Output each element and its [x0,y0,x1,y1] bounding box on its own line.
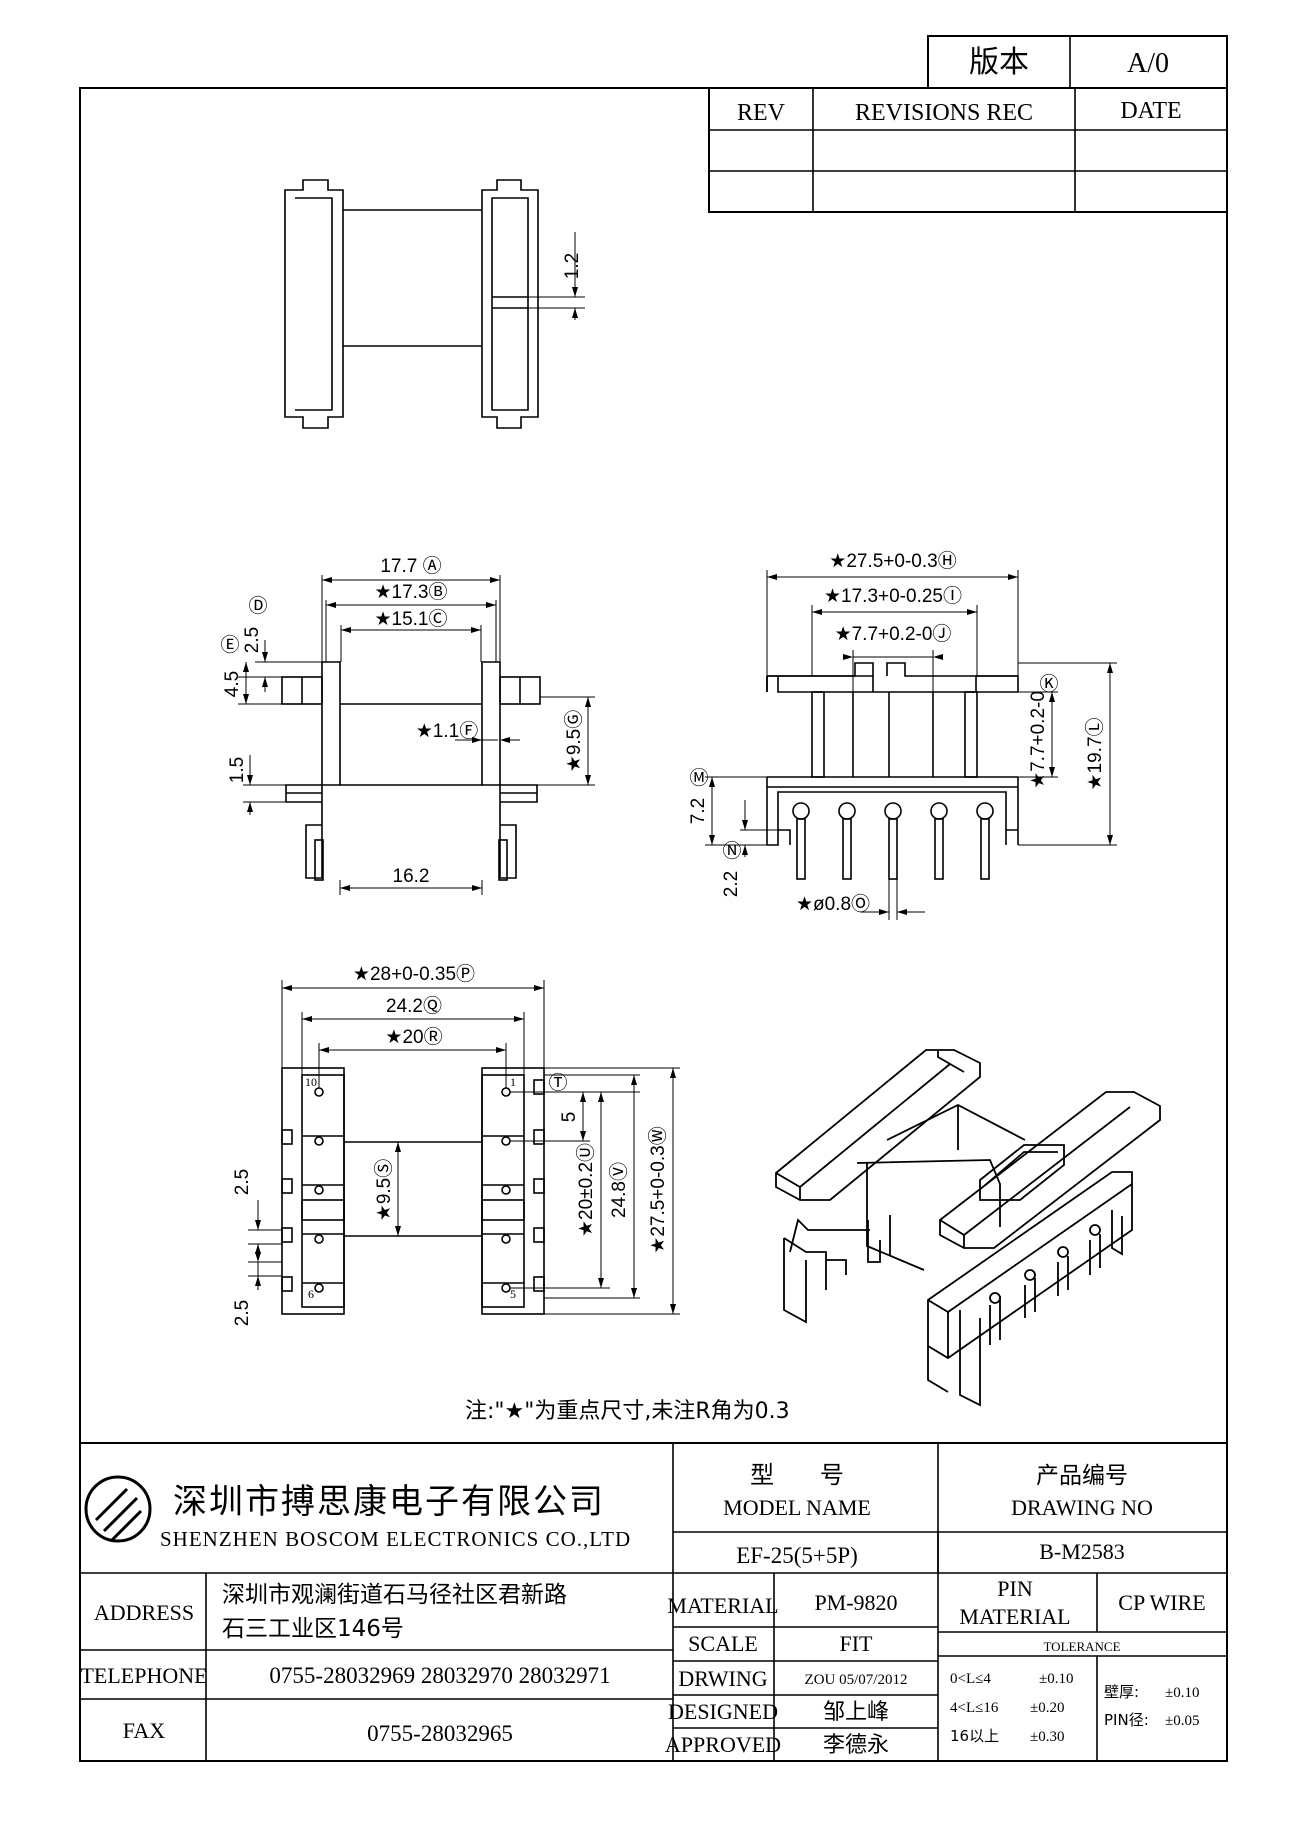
model-label-en: MODEL NAME [723,1495,871,1520]
pin-diameter-value: ±0.05 [1165,1713,1199,1729]
address-line2: 石三工业区146号 [222,1616,404,1642]
fax-label: FAX [123,1718,165,1743]
side-view [238,575,595,895]
drawing-no-value: B-M2583 [1039,1539,1125,1564]
pin-label-5: 5 [510,1287,516,1301]
version-label: 版本 [969,45,1029,80]
tolerance-value-2: ±0.20 [1030,1700,1064,1716]
address-label: ADDRESS [94,1600,194,1625]
drawing-no-label-cn: 产品编号 [1036,1463,1128,1489]
dim-h: ★27.5+0-0.3Ⓗ [829,550,956,572]
dim-j: ★7.7+0.2-0Ⓙ [835,623,952,645]
tolerance-value-1: ±0.10 [1039,1671,1073,1687]
telephone-label: TELEPHONE [80,1663,207,1688]
dim-m-letter: Ⓜ [689,767,708,789]
pin-material-label-1: PIN [997,1576,1033,1601]
pin-material-label-2: MATERIAL [959,1604,1070,1629]
dim-2-5-a: 2.5 [232,1169,253,1195]
wall-thickness-value: ±0.10 [1165,1685,1199,1701]
company-name-cn: 深圳市搏思康电子有限公司 [173,1482,605,1522]
drawing-frame [79,87,1228,1762]
bottom-view [248,980,680,1315]
tolerance-range-1: 0<L≤4 [950,1671,991,1687]
dim-o: ★ø0.8Ⓞ [796,893,870,915]
dim-7-7: ★7.7+0.2-0 [1028,691,1049,789]
designed-value: 邹上峰 [823,1700,889,1725]
model-value: EF-25(5+5P) [736,1543,858,1568]
pin-label-1: 1 [510,1075,516,1089]
dim-5: 5 [559,1112,580,1123]
tolerance-value-3: ±0.30 [1030,1729,1064,1745]
address-line1: 深圳市观澜街道石马径社区君新路 [222,1582,567,1608]
dim-t: Ⓣ [548,1072,567,1094]
dim-m: 7.2 [688,798,709,824]
tolerance-range-2: 4<L≤16 [950,1700,999,1716]
model-label-cn: 型 号 [750,1461,844,1489]
dim-v: 24.8Ⓥ [608,1162,630,1218]
revision-header-rec: REVISIONS REC [855,100,1033,126]
scale-label: SCALE [688,1631,758,1656]
dim-w: ★27.5+0-0.3Ⓦ [647,1126,669,1253]
dim-u: ★20±0.2Ⓤ [575,1143,597,1237]
fax-value: 0755-28032965 [367,1721,513,1746]
scale-value: FIT [840,1631,874,1656]
dim-i: ★17.3+0-0.25Ⓘ [824,585,962,607]
dim-g: ★9.5Ⓖ [563,710,585,772]
dim-d: 2.5 [242,627,263,653]
drawing-no-label-en: DRAWING NO [1011,1495,1153,1520]
drawing-label: DRWING [678,1666,767,1691]
revision-table [708,87,1228,213]
tolerance-range-3: 16以上 [950,1727,999,1745]
dim-k: Ⓚ [1039,673,1058,695]
company-logo [84,1475,152,1543]
pin-label-10: 10 [305,1075,317,1089]
approved-label: APPROVED [665,1732,781,1757]
drawing-note: 注:"★"为重点尺寸,未注R角为0.3 [465,1399,790,1424]
dim-f: ★1.1Ⓕ [416,720,478,742]
tolerance-label: TOLERANCE [1043,1639,1120,1654]
dim-d-letter: Ⓓ [248,595,267,617]
front-view [705,570,1117,920]
material-label: MATERIAL [667,1593,778,1618]
isometric-view [775,1049,1161,1407]
dim-16-2: 16.2 [393,866,430,887]
company-name-en: SHENZHEN BOSCOM ELECTRONICS CO.,LTD [160,1527,631,1551]
version-value: A/0 [1127,48,1169,79]
drawing-value: ZOU 05/07/2012 [805,1672,908,1688]
telephone-value: 0755-28032969 28032970 28032971 [269,1663,610,1688]
title-block [80,1442,1227,1761]
dim-n-letter: Ⓝ [722,840,741,862]
dim-b: ★17.3Ⓑ [374,581,447,603]
dim-e-letter: Ⓔ [220,634,239,656]
approved-value: 李德永 [823,1733,889,1758]
dim-l: ★19.7Ⓛ [1084,717,1106,790]
dim-e: 4.5 [222,671,243,697]
dim-s: ★9.5Ⓢ [373,1159,395,1221]
material-value: PM-9820 [814,1590,897,1615]
revision-header-rev: REV [737,100,786,126]
revision-header-date: DATE [1120,98,1181,124]
top-view [284,179,585,429]
dim-p: ★28+0-0.35Ⓟ [353,963,475,985]
dim-q: 24.2Ⓠ [386,995,442,1017]
dim-2-5-b: 2.5 [232,1300,253,1326]
dim-r: ★20Ⓡ [385,1026,442,1048]
pin-label-6: 6 [308,1287,314,1301]
dim-n: 2.2 [721,871,742,897]
designed-label: DESIGNED [668,1699,778,1724]
wall-thickness-label: 壁厚: [1104,1683,1139,1701]
pin-diameter-label: PIN径: [1104,1711,1149,1729]
dim-c: ★15.1Ⓒ [374,608,447,630]
dim-1-2: 1.2 [562,253,583,279]
pin-material-value: CP WIRE [1118,1590,1205,1615]
dim-a: 17.7 Ⓐ [380,555,441,577]
dimension-arrows [243,287,1113,1314]
dim-1-5: 1.5 [227,757,248,783]
